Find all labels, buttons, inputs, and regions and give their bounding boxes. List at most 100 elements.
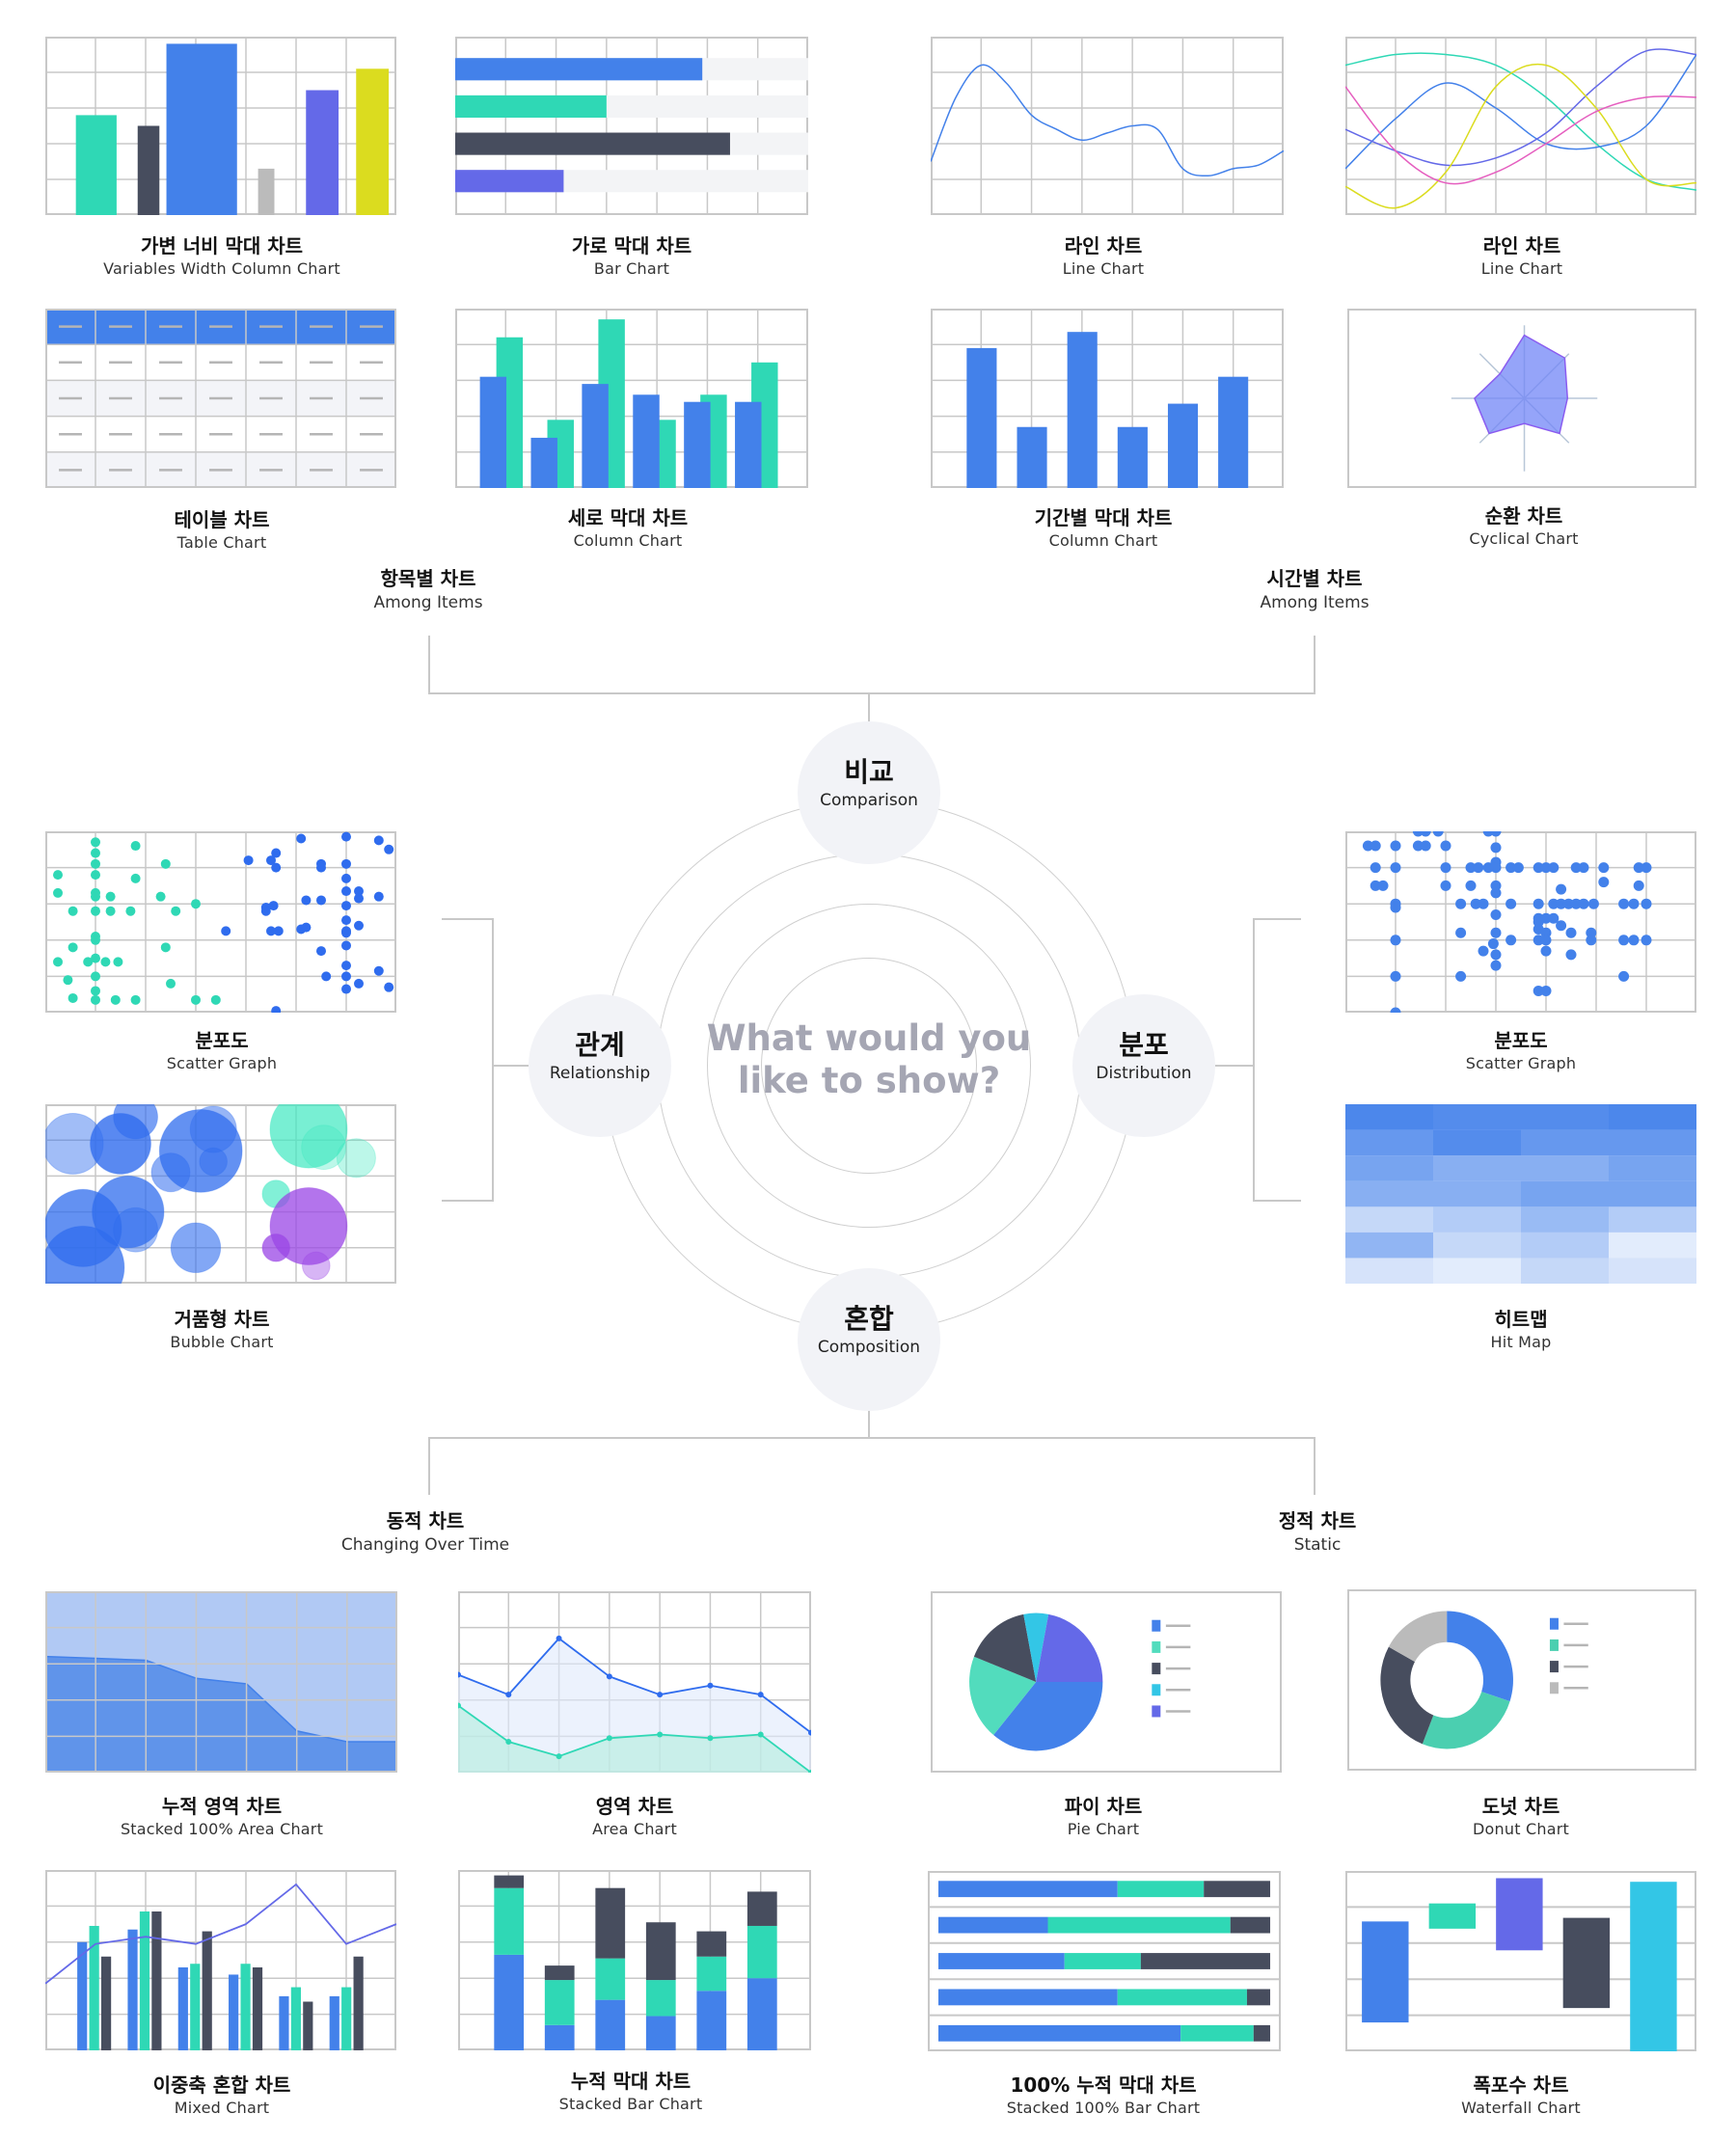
scatter-point [1465,880,1477,891]
stack-segment-dark [645,1922,676,1981]
chart-svg [1347,309,1696,488]
node-composition[interactable]: 혼합 Composition [798,1268,940,1411]
bubble [158,1108,243,1193]
stack-segment-teal [1047,1916,1231,1934]
node-distribution[interactable]: 분포 Distribution [1072,994,1215,1137]
area-point [606,1673,612,1680]
chart-scatter-right[interactable] [1345,831,1696,1013]
series-line-teal [1345,52,1696,191]
stack-segment-blue [937,1953,1065,1969]
caption-en: Bar Chart [593,259,670,278]
scatter-point [1370,862,1381,874]
chart-stacked-bar[interactable] [458,1870,811,2050]
chart-stacked100-bar[interactable] [928,1871,1281,2051]
bar [1017,426,1047,488]
legend-swatch [1152,1705,1161,1718]
connector-bottom-left [428,1437,430,1495]
connector-right-top [1253,918,1301,920]
bar-dark [151,1911,162,2050]
scatter-point [1628,935,1640,946]
chart-waterfall[interactable] [1345,1871,1696,2051]
bubble [302,1251,331,1281]
scatter-point [1540,985,1552,996]
bar [258,168,275,215]
scatter-point [91,986,100,996]
scatter-point [130,873,141,883]
scatter-point [266,855,276,866]
chart-border [45,831,396,1013]
stack-segment-blue [696,1991,727,2050]
area-point [556,1635,562,1641]
section-changing-kr: 동적 차트 [386,1509,465,1532]
scatter-point [1420,840,1431,852]
series-line-yellow [1345,63,1696,209]
caption-en: Hit Map [1490,1333,1552,1351]
scatter-point [1618,898,1630,909]
scatter-point [1465,862,1477,874]
scatter-point [384,844,394,854]
chart-scatter-left[interactable] [45,831,396,1013]
chart-table[interactable] [45,309,396,488]
scatter-point [1505,898,1517,909]
connector-bottom-horizontal [428,1437,1316,1439]
chart-variable-width[interactable] [45,37,396,215]
scatter-point [1533,898,1544,909]
chart-bubble[interactable] [45,1104,396,1284]
chart-area[interactable] [458,1591,811,1773]
chart-column[interactable] [455,309,808,488]
caption-en: Pie Chart [1067,1820,1140,1838]
chart-border [931,309,1284,488]
chart-svg [1345,1871,1696,2051]
scatter-point [1641,862,1652,874]
heatmap-cell [1609,1104,1696,1130]
node-comparison[interactable]: 비교 Comparison [798,721,940,864]
chart-heatmap[interactable] [1345,1104,1696,1284]
scatter-point [1570,898,1582,909]
caption-en: Bubble Chart [170,1333,274,1351]
scatter-point [1440,880,1451,891]
legend-swatch [1152,1640,1161,1653]
scatter-point [1533,985,1544,996]
scatter-point [125,906,136,916]
bar-blue [229,1974,239,2050]
chart-period-column[interactable] [931,309,1284,488]
scatter-point [166,978,176,989]
chart-svg [45,1870,396,2050]
waterfall-bar [1362,1921,1409,2023]
area-point [458,1671,461,1678]
scatter-point [210,994,221,1005]
bar [455,95,607,118]
scatter-point [341,831,351,842]
caption-kr: 가로 막대 차트 [571,234,692,257]
scatter-point [1586,927,1597,938]
scatter-point [1540,927,1552,938]
heatmap-cell [1521,1104,1609,1130]
chart-bar[interactable] [455,37,808,215]
chart-line-2[interactable] [1345,37,1696,215]
bar [455,58,703,81]
stack-segment-blue [645,2016,676,2050]
scatter-point [1390,840,1401,852]
scatter-point [1618,935,1630,946]
chart-mixed[interactable] [45,1870,396,2050]
connector-top-left [428,636,430,693]
stack-segment-dark [696,1931,727,1957]
connector-right-vertical [1253,918,1255,1202]
series-line [931,64,1284,177]
caption-kr: 누적 막대 차트 [570,2070,692,2093]
chart-line-1[interactable] [931,37,1284,215]
scatter-point [1578,898,1589,909]
scatter-point [1512,862,1524,874]
area-point [757,1731,764,1738]
chart-cyclical[interactable] [1347,309,1696,488]
chart-pie[interactable] [931,1591,1282,1773]
area-point [606,1735,612,1742]
node-relationship[interactable]: 관계 Relationship [529,994,671,1137]
area-fill-teal [458,1705,811,1773]
caption-en: Cyclical Chart [1469,529,1579,548]
scatter-point [91,891,100,902]
chart-donut[interactable] [1347,1589,1696,1771]
scatter-point [91,994,100,1005]
chart-stacked-area[interactable] [45,1591,397,1773]
